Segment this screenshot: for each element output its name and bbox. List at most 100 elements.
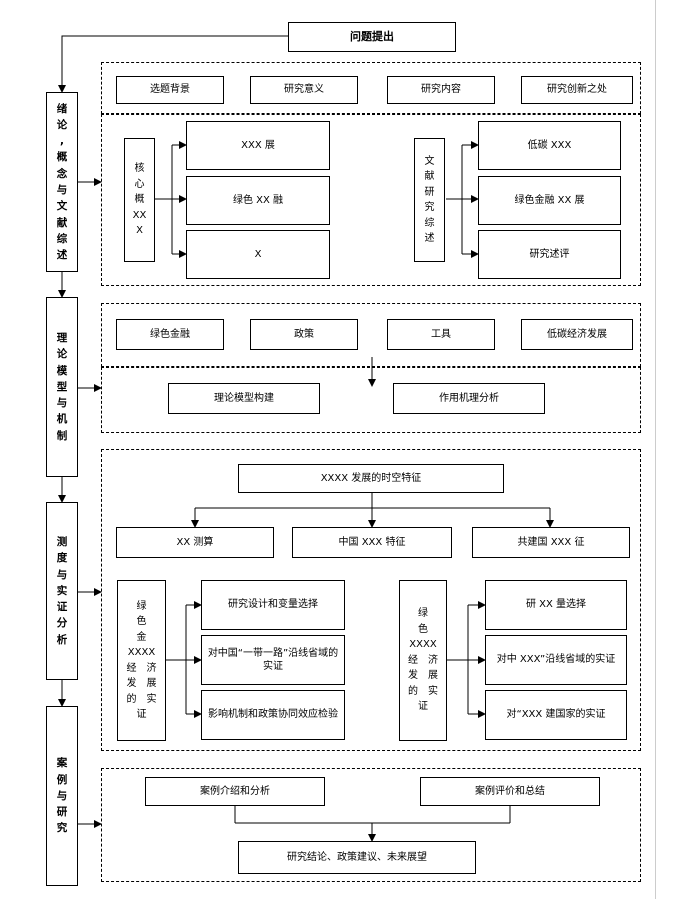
label-char: 文	[424, 155, 435, 167]
stage-char: 分	[56, 617, 68, 630]
stage-char: 证	[56, 601, 68, 614]
stage-char: 述	[56, 249, 68, 262]
page-edge-line	[655, 0, 656, 899]
sec3-mid-item: XX 测算	[116, 527, 274, 558]
label-char: 发 展	[126, 678, 157, 689]
label-char: X	[136, 225, 143, 237]
sec2-top-item: 绿色金融	[116, 319, 224, 350]
sec1-top-item: 研究意义	[250, 76, 358, 104]
sec1-bottom-dashed	[101, 114, 641, 286]
label-char: 核	[134, 163, 145, 175]
sec4-top-item: 案例评价和总结	[420, 777, 600, 806]
review-item: 低碳 XXX	[478, 121, 621, 170]
stage-char: 与	[56, 568, 68, 581]
left-stage-theory: 理论模型与机制	[46, 297, 78, 477]
sec3-left-label: 绿 色金 XXXX 经 济发 展的 实证	[117, 580, 167, 741]
stage-char: 例	[56, 773, 68, 786]
stage-char: 与	[56, 184, 68, 196]
sec3-right-label: 绿 色 XXXX 经 济发 展的 实证	[399, 580, 448, 741]
sec3-right-item: 对中 XXX”沿线省域的实证	[485, 635, 627, 685]
stage-char: 概	[56, 151, 68, 164]
stage-char: 与	[56, 397, 68, 410]
stage-char: ,	[60, 135, 64, 148]
label-char: XXXX	[409, 639, 437, 651]
stage-char: 模	[56, 364, 68, 377]
stage-char: 献	[56, 216, 68, 229]
sec3-dashed	[101, 449, 641, 751]
stage-char: 析	[56, 633, 68, 646]
sec1-top-item: 研究内容	[387, 76, 495, 104]
sec3-mid-item: 中国 XXX 特征	[292, 527, 452, 558]
sec2-top-item: 工具	[387, 319, 495, 350]
stage-char: 文	[56, 200, 68, 213]
label-char: 证	[136, 709, 147, 720]
label-char: 究	[424, 202, 435, 213]
stage-char: 测	[56, 536, 68, 549]
stage-char: 实	[56, 584, 68, 597]
stage-char: 念	[56, 167, 68, 180]
label-char: 证	[418, 701, 428, 713]
stage-char: 绪	[56, 102, 68, 115]
review-item: 绿色金融 XX 展	[478, 176, 621, 225]
label-char: 综	[424, 217, 435, 229]
sec4-dashed	[101, 768, 641, 882]
label-char: 研	[424, 186, 435, 198]
sec3-left-item: 对中国“一带一路”沿线省域的实证	[201, 635, 345, 685]
core-item: 绿色 XX 融	[186, 176, 330, 225]
conclusion-box: 研究结论、政策建议、未来展望	[238, 841, 476, 874]
sec3-right-item: 对“XXX 建国家的实证	[485, 690, 627, 740]
label-char: 述	[424, 233, 435, 244]
sec3-left-item: 研究设计和变量选择	[201, 580, 345, 630]
label-char: XX	[132, 209, 147, 221]
label-char: XXXX	[127, 647, 156, 658]
sec1-top-item: 选题背景	[116, 76, 224, 104]
stage-char: 型	[56, 380, 68, 393]
sec2-bottom-item: 作用机理分析	[393, 383, 545, 414]
stage-char: 度	[56, 552, 68, 565]
stage-char: 制	[56, 429, 68, 442]
sec2-top-item: 政策	[250, 319, 358, 350]
left-stage-intro: 绪论, 概念与文献综述	[46, 92, 78, 272]
label-char: 绿 色	[418, 608, 448, 635]
core-item: X	[186, 230, 330, 279]
label-char: 经 济	[408, 654, 438, 666]
sec3-mid-item: 共建国 XXX 征	[472, 527, 630, 558]
sec1-top-item: 研究创新之处	[521, 76, 633, 104]
label-char: 绿 色	[136, 600, 167, 628]
left-stage-empirical: 测度与实证分析	[46, 502, 78, 680]
stage-char: 案	[56, 757, 68, 770]
spatiotemporal-header: XXXX 发展的时空特征	[238, 464, 504, 493]
sec2-bottom-dashed	[101, 367, 641, 433]
label-char: 心	[134, 178, 145, 190]
stage-char: 理	[56, 332, 68, 345]
label-char: 金	[136, 631, 147, 643]
sec1-top-dashed	[101, 62, 641, 114]
stage-char: 论	[56, 348, 68, 361]
label-char: 经 济	[126, 662, 157, 674]
stage-char: 研	[56, 806, 68, 819]
label-char: 的 实	[126, 693, 157, 705]
title-to-left-arrow	[58, 35, 288, 93]
sec3-left-item: 影响机制和政策协同效应检验	[201, 690, 345, 740]
core-item: XXX 展	[186, 121, 330, 170]
label-char: 发 展	[408, 670, 438, 682]
stage-char: 综	[56, 232, 68, 245]
label-char: 的 实	[408, 685, 438, 697]
stage-char: 与	[56, 789, 68, 802]
literature-review-label: 文献研究综述	[414, 138, 445, 262]
label-char: 献	[424, 171, 435, 182]
problem-statement-box: 问题提出	[288, 22, 456, 52]
stage-char: 机	[56, 413, 68, 426]
sec2-bottom-item: 理论模型构建	[168, 383, 320, 414]
sec2-top-item: 低碳经济发展	[521, 319, 633, 350]
left-stage-case: 案例与研究	[46, 706, 78, 886]
sec2-top-dashed	[101, 303, 641, 367]
review-item: 研究述评	[478, 230, 621, 279]
stage-char: 论	[56, 118, 68, 131]
sec4-top-item: 案例介绍和分析	[145, 777, 325, 806]
sec3-right-item: 研 XX 量选择	[485, 580, 627, 630]
stage-char: 究	[56, 822, 68, 835]
